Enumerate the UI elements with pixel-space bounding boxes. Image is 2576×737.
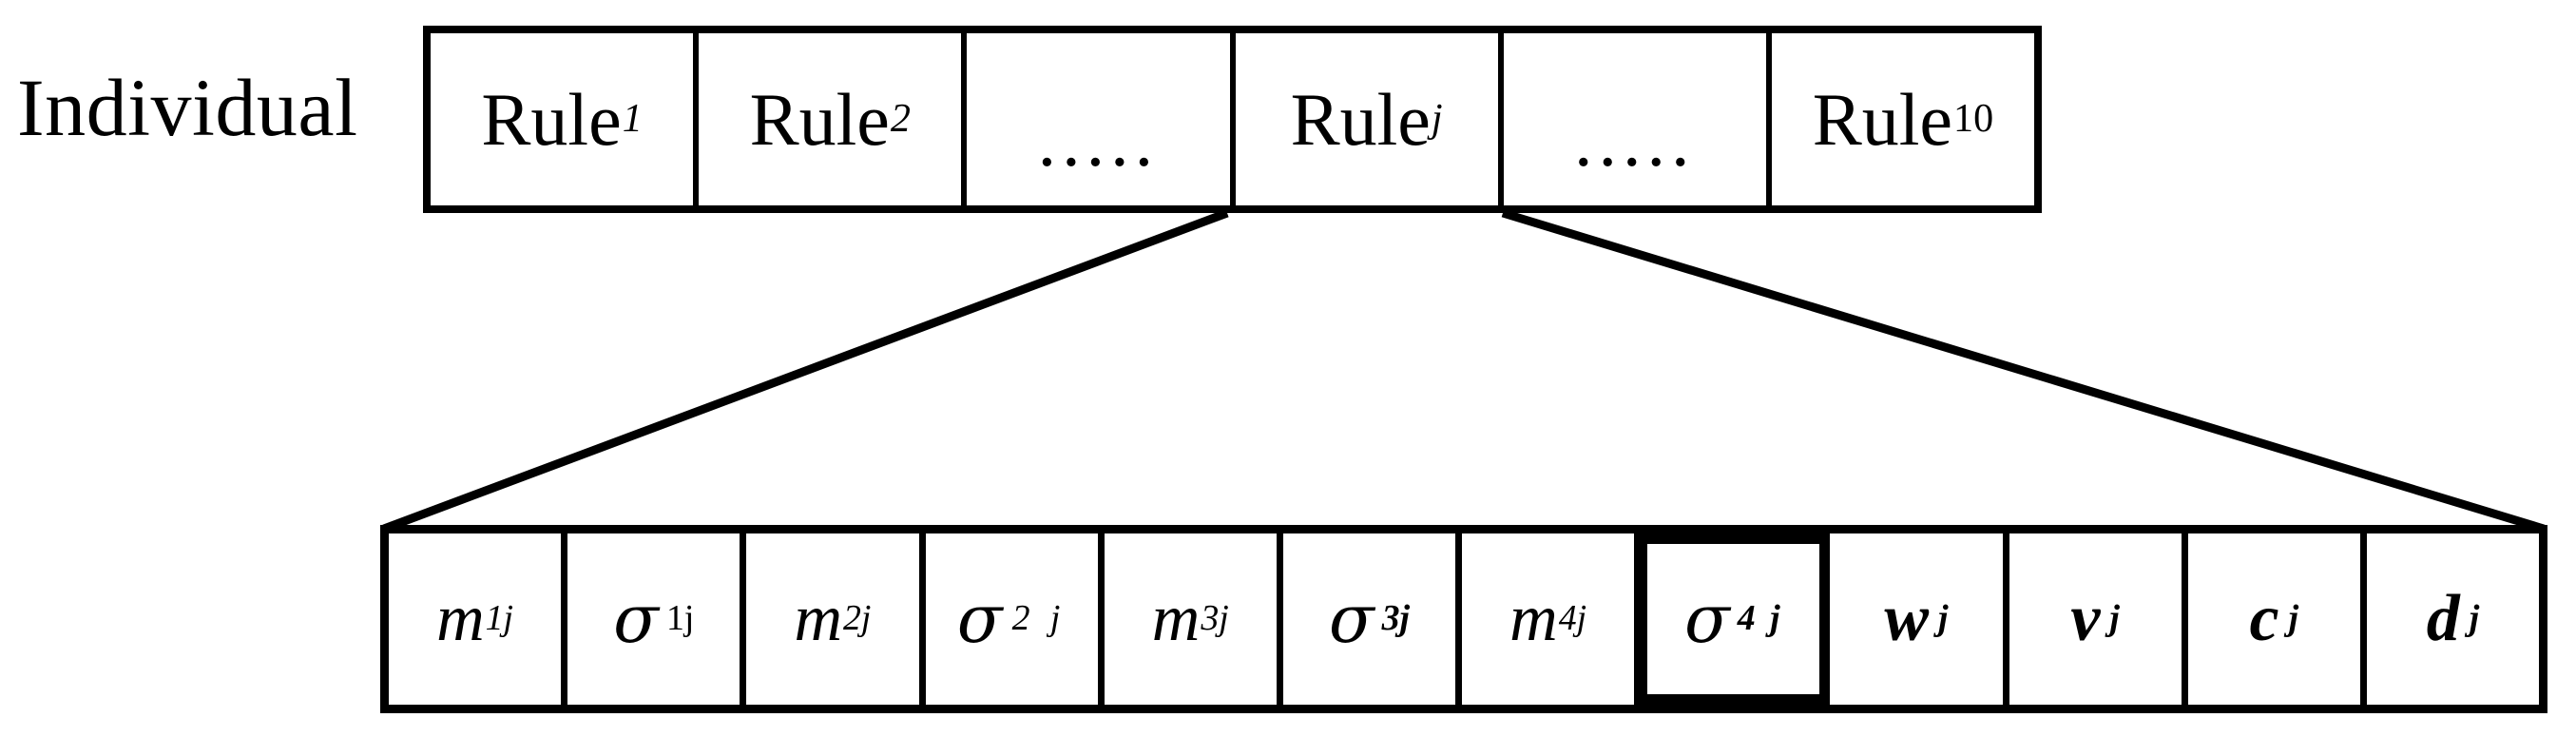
gene-sigma-2j-subscript: 2 j [1011,598,1067,639]
individual-label: Individual [17,62,358,153]
gene-sigma-4j-base: σ [1683,580,1730,658]
gene-c-j-subscript: j [2288,598,2299,639]
gene-d-j-base: d [2426,582,2460,655]
rule-cell-j-base: Rule [1290,77,1431,161]
connector-line-right [1501,208,2546,533]
gene-sigma-4j-subscript: 4 j [1737,598,1783,639]
gene-w-j-base: w [1884,582,1930,655]
connector-line-left [382,208,1229,533]
rule-cell-j-subscript: j [1431,96,1443,142]
gene-m-3j-subscript: 3j [1201,598,1229,639]
gene-c-j-base: c [2249,582,2279,655]
gene-sigma-1j-subscript: 1j [665,598,695,639]
rule-cell-2-subscript: 2 [890,96,911,142]
gene-d-j-subscript: j [2469,598,2480,639]
gene-m-4j-base: m [1509,582,1558,655]
gene-v-j-subscript: j [2109,598,2120,639]
gene-m-2j-base: m [794,582,842,655]
ellipsis-left-dots: ..... [1037,98,1160,182]
rule-cell-ellipsis-left: ..... [967,33,1236,205]
gene-m-1j-subscript: 1j [485,598,514,639]
rule-cell-10-base: Rule [1812,77,1953,161]
gene-m-1j-base: m [436,582,485,655]
ellipsis-right-dots: ..... [1574,98,1696,182]
rule-cell-1-base: Rule [481,77,622,161]
gene-sigma-2j-base: σ [956,580,1003,658]
gene-sigma-3j-base: σ [1328,580,1375,658]
gene-v-j-base: v [2070,582,2101,655]
gene-m-3j-base: m [1151,582,1201,655]
rule-cell-1-subscript: 1 [622,96,643,142]
gene-m-4j-subscript: 4j [1558,598,1587,639]
gene-m-2j-subscript: 2j [843,598,872,639]
rule-cell-2-base: Rule [749,77,890,161]
rule-cell-10-subscript: 10 [1953,96,1994,142]
gene-sigma-1j-base: σ [613,580,659,658]
rule-cell-ellipsis-right: ..... [1503,33,1772,205]
gene-w-j-subscript: j [1938,598,1949,639]
gene-sigma-3j-subscript: 3j [1381,598,1411,639]
